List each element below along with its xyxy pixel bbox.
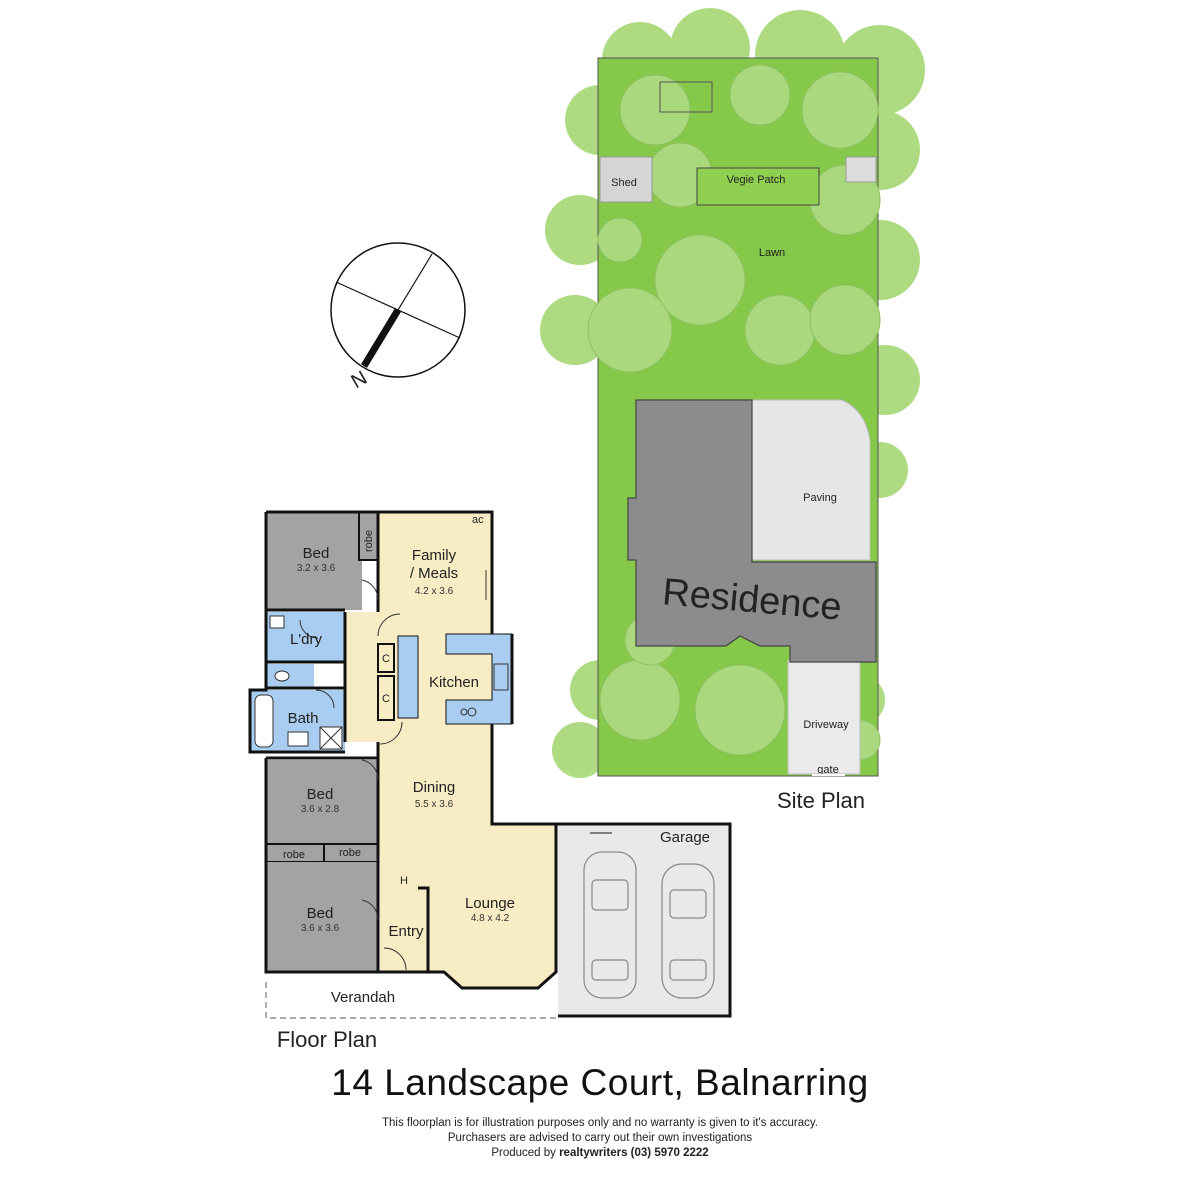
cupboard-2 — [377, 675, 395, 721]
family-label-line1: Family — [412, 547, 457, 564]
aircon-label: ac — [472, 514, 484, 526]
family-dims: 4.2 x 3.6 — [415, 586, 454, 597]
producer-brand: realtywriters — [559, 1147, 628, 1159]
paving-label: Paving — [803, 492, 837, 504]
robe2-label: robe — [283, 849, 305, 861]
verandah-label: Verandah — [331, 989, 395, 1006]
disclaimer-line-2: Purchasers are advised to carry out thei… — [447, 1132, 753, 1144]
verandah-outline — [265, 982, 556, 1019]
cupboard-2-label: C — [382, 693, 390, 705]
bed3-label: Bed — [307, 905, 334, 922]
vegie-patch-label: Vegie Patch — [727, 174, 786, 186]
door-swings — [299, 579, 407, 971]
property-address: 14 Landscape Court, Balnarring — [331, 1062, 869, 1103]
site-plan: Shed Vegie Patch Lawn Paving Residence D… — [540, 8, 925, 813]
garage-label: Garage — [660, 829, 710, 846]
bed3-dims: 3.6 x 3.6 — [301, 923, 340, 934]
bed2-room — [266, 760, 378, 844]
disclaimer-line-1: This floorplan is for illustration purpo… — [382, 1117, 818, 1129]
dining-label: Dining — [413, 779, 456, 796]
sink-icon — [493, 663, 509, 691]
garden-structure-right — [845, 156, 877, 183]
residence-footprint — [627, 399, 877, 663]
wc-room — [266, 664, 314, 688]
entry-label: Entry — [388, 923, 424, 940]
site-plan-title: Site Plan — [777, 788, 865, 813]
kitchen-label: Kitchen — [429, 674, 479, 691]
driveway-label: Driveway — [803, 719, 849, 731]
floor-plan: Bed 3.2 x 3.6 robe Family / Meals 4.2 x … — [248, 510, 732, 1052]
producer-phone: (03) 5970 2222 — [627, 1147, 709, 1159]
bath-fixtures — [254, 615, 343, 750]
laundry-label: L'dry — [290, 631, 323, 648]
paving-area — [751, 399, 871, 561]
shed-label: Shed — [611, 177, 637, 189]
garage-room — [558, 824, 730, 1016]
driveway-area — [787, 659, 861, 775]
dining-dims: 5.5 x 3.6 — [415, 799, 454, 810]
lounge-dims: 4.8 x 4.2 — [471, 913, 510, 924]
bed2-label: Bed — [307, 786, 334, 803]
vegie-patch-plot — [696, 167, 820, 206]
stove-icon — [467, 707, 477, 717]
shed-structure — [599, 156, 653, 203]
lot-trees — [587, 64, 881, 761]
robe1-label: robe — [363, 530, 375, 552]
cupboard-1-label: C — [382, 653, 390, 665]
laundry-tub-icon — [269, 615, 285, 629]
bed1-room — [266, 512, 362, 610]
north-compass: N — [330, 242, 466, 393]
family-label-line2: / Meals — [410, 565, 458, 582]
walls — [248, 510, 732, 1018]
heater-label: H — [400, 875, 408, 887]
lounge-label: Lounge — [465, 895, 515, 912]
lawn-label: Lawn — [759, 247, 785, 259]
toilet-icon — [274, 670, 290, 682]
robe3-label: robe — [339, 847, 361, 859]
producer-prefix: Produced by — [491, 1147, 560, 1159]
north-label: N — [348, 367, 372, 393]
bath-label: Bath — [288, 710, 319, 727]
bed3-room — [266, 862, 378, 972]
car-icons — [583, 851, 715, 999]
kitchen-bench-left — [397, 635, 419, 719]
north-arrow-icon — [361, 308, 401, 368]
garden-bed-top — [659, 81, 713, 113]
kitchen-fixtures — [460, 570, 509, 717]
gate-label: gate — [817, 764, 838, 776]
bed2-dims: 3.6 x 2.8 — [301, 804, 340, 815]
bed1-dims: 3.2 x 3.6 — [297, 563, 336, 574]
bed1-label: Bed — [303, 545, 330, 562]
floor-plan-title: Floor Plan — [277, 1027, 377, 1052]
cupboard-1 — [377, 643, 395, 673]
living-zone — [345, 512, 556, 988]
disclaimer-line-3: Produced by realtywriters (03) 5970 2222 — [0, 1146, 1200, 1160]
